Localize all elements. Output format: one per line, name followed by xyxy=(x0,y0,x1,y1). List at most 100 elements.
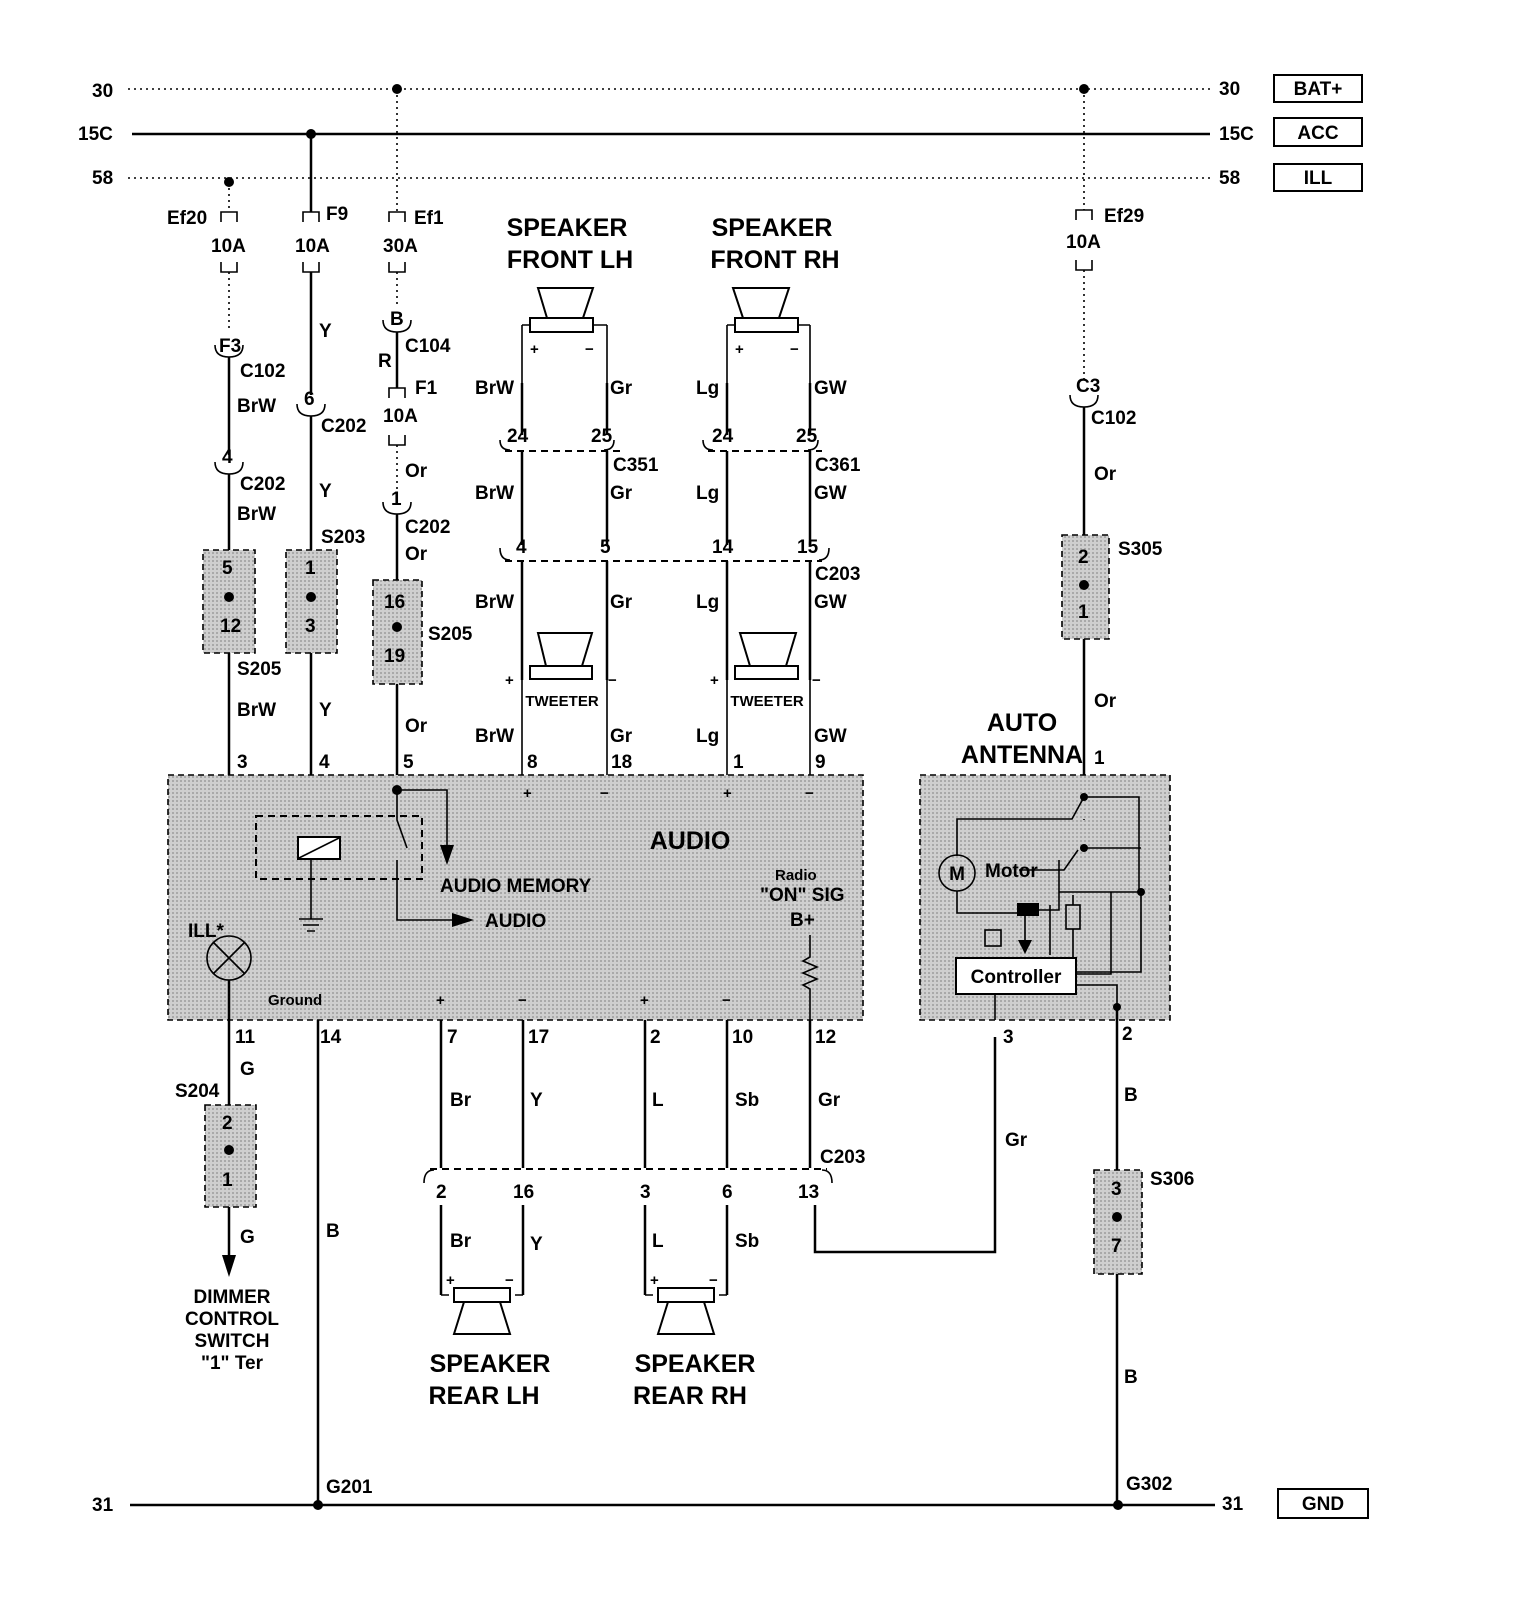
wire-sb-1: Sb xyxy=(735,1090,759,1111)
ef20-rating: 10A xyxy=(211,236,246,257)
c202-label-3: C202 xyxy=(405,517,450,538)
audio-memory-label: AUDIO MEMORY xyxy=(440,876,592,897)
c202-label-2: C202 xyxy=(321,416,366,437)
speaker-front-lh: SPEAKER FRONT LH + − BrW Gr 24 25 C351 B… xyxy=(475,214,659,545)
g201-label: G201 xyxy=(326,1477,373,1498)
rear-rh-title-1: SPEAKER xyxy=(635,1350,756,1378)
rear-lh-minus: − xyxy=(505,1272,514,1289)
c351-label: C351 xyxy=(613,455,659,476)
tweeter-lh-plus: + xyxy=(505,672,514,689)
rail-30-end-label: 30 xyxy=(1219,79,1240,100)
audio-unit: + − + − AUDIO AUDIO MEMORY AUDIO Radio "… xyxy=(167,774,864,1024)
pin-f3: F3 xyxy=(219,336,241,357)
fuse-ef20: Ef20 10A xyxy=(167,182,246,330)
rear-lh-title-2: REAR LH xyxy=(428,1382,539,1410)
pin-24-c351: 24 xyxy=(507,426,529,447)
pin-1-audio: 1 xyxy=(733,752,744,773)
pin-c3: C3 xyxy=(1076,376,1100,397)
s205-label-1: S205 xyxy=(237,659,282,680)
pin-b-c104: B xyxy=(390,309,404,330)
bat-circuit: B C104 R F1 10A Or 1 C202 Or 16 19 S205 … xyxy=(372,272,473,920)
control-label: CONTROL xyxy=(185,1309,279,1330)
audio-pin10-polarity: − xyxy=(722,992,731,1009)
speaker-rear-rh: + − SPEAKER REAR RH xyxy=(633,1272,755,1410)
f9-label: F9 xyxy=(326,204,348,225)
audio-pin8-polarity: + xyxy=(523,785,532,802)
f1-label: F1 xyxy=(415,378,438,399)
pin-3-audio: 3 xyxy=(237,752,248,773)
wire-b-antenna-2: B xyxy=(1124,1367,1138,1388)
wire-brw-1: BrW xyxy=(237,396,276,417)
wire-brw-flh-2: BrW xyxy=(475,483,514,504)
pin-14-audio: 14 xyxy=(320,1027,342,1048)
wire-brw-2: BrW xyxy=(237,504,276,525)
ill-label: ILL xyxy=(1304,168,1333,189)
pin-4-audio: 4 xyxy=(319,752,330,773)
ef29-rating: 10A xyxy=(1066,232,1101,253)
pin-25-c351: 25 xyxy=(591,426,613,447)
tweeter-rh-label: TWEETER xyxy=(730,693,803,710)
pin-17-audio: 17 xyxy=(528,1027,549,1048)
pin-16-splice: 16 xyxy=(384,592,405,613)
s204-label: S204 xyxy=(175,1081,220,1102)
pin-4-c202: 4 xyxy=(222,447,233,468)
c361-label: C361 xyxy=(815,455,861,476)
acc-tag xyxy=(1273,117,1363,147)
wire-sb-2: Sb xyxy=(735,1231,759,1252)
wire-gr-radio-1: Gr xyxy=(818,1090,841,1111)
wire-brw-3: BrW xyxy=(237,700,276,721)
rail-31-label: 31 xyxy=(92,1495,114,1516)
pin-2-s305: 2 xyxy=(1078,547,1089,568)
audio-pin1-polarity: + xyxy=(723,785,732,802)
audio-pin2-polarity: + xyxy=(640,992,649,1009)
rail-31-end-label: 31 xyxy=(1222,1494,1244,1515)
pin-16-c203: 16 xyxy=(513,1182,534,1203)
pin-3-s306: 3 xyxy=(1111,1179,1122,1200)
wire-brw-tlh-2: BrW xyxy=(475,726,514,747)
speaker-rear-lh: + − SPEAKER REAR LH xyxy=(428,1272,550,1410)
s203-label: S203 xyxy=(321,527,365,548)
ef1-rating: 30A xyxy=(383,236,418,257)
ill-tag xyxy=(1273,163,1363,192)
auto-label: AUTO xyxy=(987,709,1057,737)
s305-label: S305 xyxy=(1118,539,1163,560)
b-plus-label: B+ xyxy=(790,910,815,931)
wire-g-2: G xyxy=(240,1227,255,1248)
pin-1-s204: 1 xyxy=(222,1170,233,1191)
ill-circuit: F3 C102 BrW 4 C202 BrW 5 12 S205 BrW 3 xyxy=(202,336,285,925)
tweeter-lh-minus: − xyxy=(608,672,617,689)
fuse-ef1: Ef1 30A xyxy=(383,89,444,273)
wire-l-1: L xyxy=(652,1090,664,1111)
fuse-ef29: Ef29 10A xyxy=(1066,89,1144,382)
wire-gr-flh: Gr xyxy=(610,378,633,399)
pin-5-splice: 5 xyxy=(222,558,233,579)
wire-br-1: Br xyxy=(450,1090,472,1111)
rear-lh-title-1: SPEAKER xyxy=(430,1350,551,1378)
wire-or-1: Or xyxy=(405,461,428,482)
pin-1-s305: 1 xyxy=(1078,602,1089,623)
connector-c203-upper: 4 5 14 15 C203 xyxy=(499,537,860,585)
audio-pin9-polarity: − xyxy=(805,785,814,802)
pin-1-antenna: 1 xyxy=(1094,748,1105,769)
pin-25-c361: 25 xyxy=(796,426,818,447)
wire-gw-trh-2: GW xyxy=(814,726,847,747)
front-lh-minus: − xyxy=(585,341,594,358)
pin-13-c203: 13 xyxy=(798,1182,819,1203)
audio-unit-box xyxy=(167,774,864,1021)
wire-brw-flh: BrW xyxy=(475,378,514,399)
ter-label: "1" Ter xyxy=(201,1353,264,1374)
audio-pin18-polarity: − xyxy=(600,785,609,802)
front-rh-title-1: SPEAKER xyxy=(712,214,833,242)
front-lh-plus: + xyxy=(530,341,539,358)
wire-lg-trh-2: Lg xyxy=(696,726,719,747)
f9-rating: 10A xyxy=(295,236,330,257)
pin-6-c203: 6 xyxy=(722,1182,733,1203)
rear-lh-plus: + xyxy=(446,1272,455,1289)
motor-label: Motor xyxy=(985,861,1038,882)
pin-11-audio: 11 xyxy=(235,1027,256,1048)
gnd-label: GND xyxy=(1302,1494,1344,1515)
c203-label-upper: C203 xyxy=(815,564,860,585)
pin-19-splice: 19 xyxy=(384,646,405,667)
pin-2-audio: 2 xyxy=(650,1027,661,1048)
controller-box xyxy=(955,957,1077,995)
